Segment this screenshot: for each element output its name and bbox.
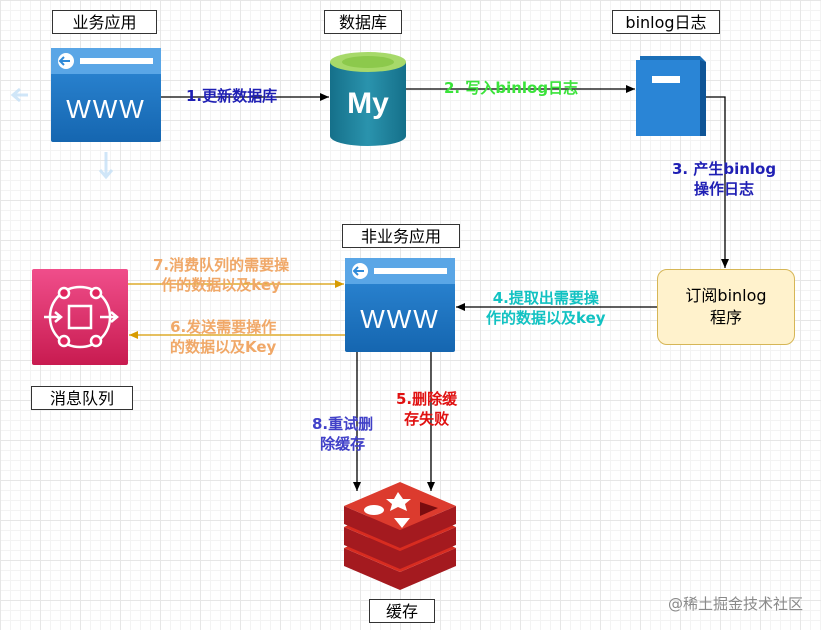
binlog-subscriber-box[interactable]: 订阅binlog 程序 <box>657 269 795 345</box>
watermark: @稀土掘金技术社区 <box>667 595 803 613</box>
edge-1-label: 1.更新数据库 <box>186 87 278 105</box>
svg-text:WWW: WWW <box>66 94 146 124</box>
edge-6-label: 6.发送需要操作 的数据以及Key <box>170 318 277 356</box>
message-queue-label: 消息队列 <box>31 386 133 410</box>
non-business-app-label: 非业务应用 <box>342 224 460 248</box>
edge-3-line <box>706 96 729 268</box>
business-app-browser-icon[interactable]: WWW <box>51 48 161 142</box>
cache-label: 缓存 <box>369 599 435 623</box>
edge-2-label: 2. 写入binlog日志 <box>444 79 579 97</box>
database-label: 数据库 <box>324 10 402 34</box>
svg-text:WWW: WWW <box>360 304 440 334</box>
svg-text:My: My <box>347 87 389 120</box>
book-icon[interactable] <box>636 56 706 136</box>
subscriber-label-line1: 订阅binlog <box>685 286 767 305</box>
mysql-icon[interactable]: My <box>330 52 406 146</box>
redis-icon[interactable] <box>344 482 456 590</box>
subscriber-label-line2: 程序 <box>709 308 742 327</box>
edge-3-label: 3. 产生binlog 操作日志 <box>672 160 777 198</box>
message-queue-icon[interactable] <box>32 269 128 365</box>
edge-7-label: 7.消费队列的需要操 作的数据以及key <box>153 256 290 294</box>
edge-8-label: 8.重试删 除缓存 <box>312 415 374 453</box>
binlog-label: binlog日志 <box>612 10 720 34</box>
hover-arrows <box>10 87 114 180</box>
non-business-app-browser-icon[interactable]: WWW <box>345 258 455 352</box>
edge-4-label: 4.提取出需要操 作的数据以及key <box>486 289 606 327</box>
edge-5-label: 5.删除缓 存失败 <box>396 390 458 428</box>
business-app-label: 业务应用 <box>52 10 157 34</box>
